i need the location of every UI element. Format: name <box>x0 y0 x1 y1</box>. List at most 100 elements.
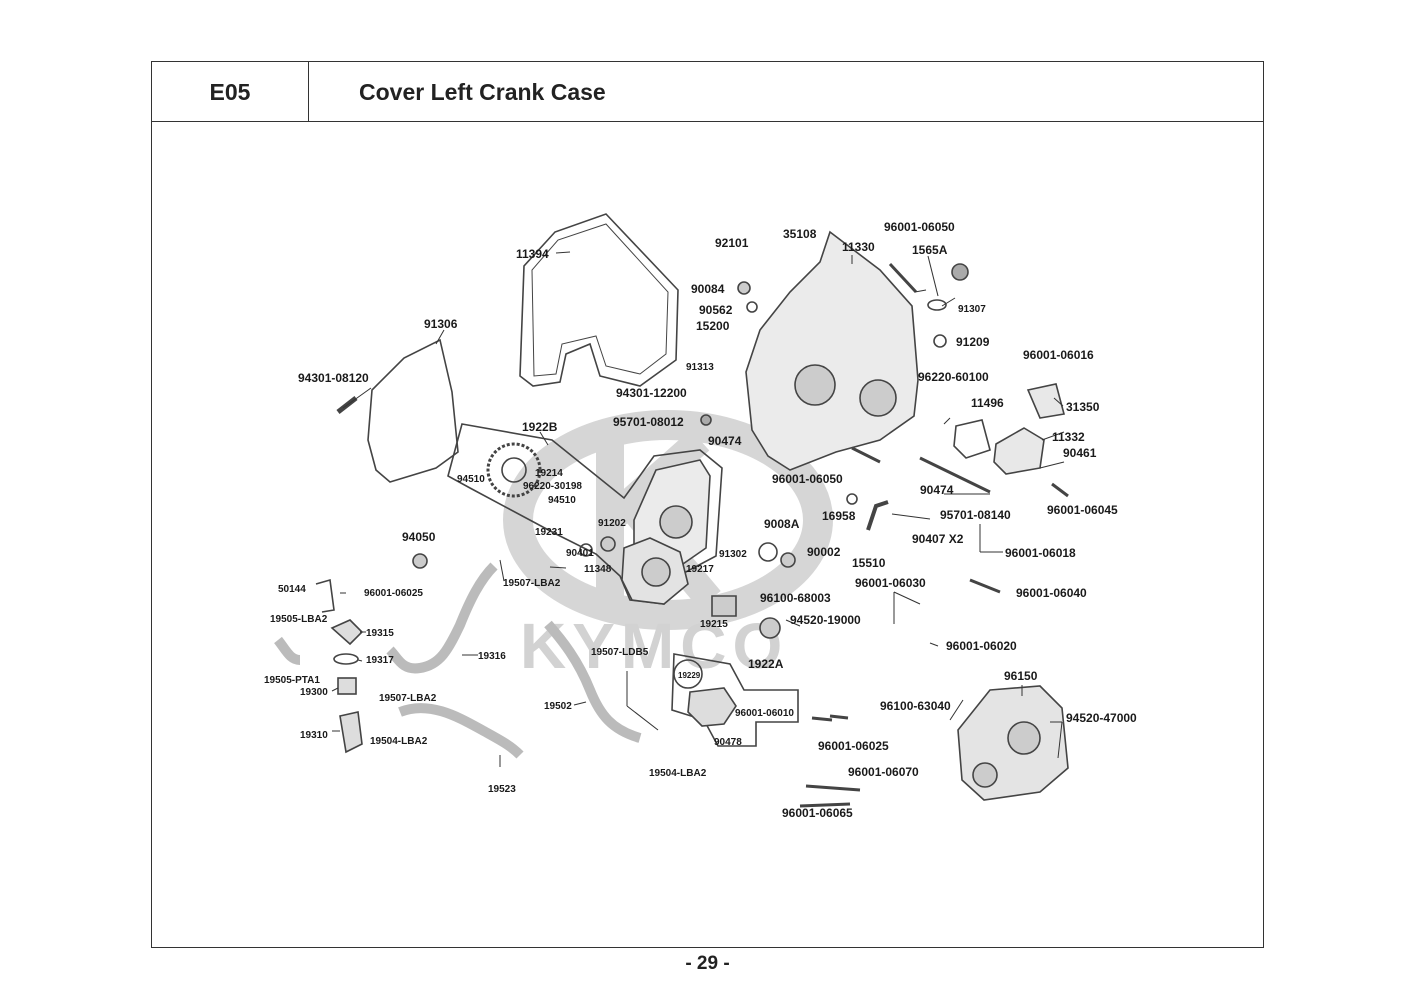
washer-16958-shape <box>846 493 858 505</box>
part-label-91313: 91313 <box>686 362 714 373</box>
part-label-11496: 11496 <box>971 396 1004 410</box>
thermostat-19300-shape <box>337 677 357 695</box>
part-label-19229: 19229 <box>678 671 701 680</box>
part-label-91209: 91209 <box>956 335 990 349</box>
washer-90002-shape <box>780 552 796 568</box>
part-label-90478: 90478 <box>714 737 742 748</box>
part-label-19315: 19315 <box>366 628 394 639</box>
part-label-91302: 91302 <box>719 549 747 560</box>
part-label-95701-08012: 95701-08012 <box>613 415 684 429</box>
part-label-90401: 90401 <box>566 548 594 559</box>
washer-95701-08012-shape <box>700 414 712 426</box>
pipe-15510-shape <box>866 500 889 531</box>
part-label-96001-06070: 96001-06070 <box>848 765 919 779</box>
gasket-11394-inner <box>531 223 669 377</box>
part-label-96001-06050-top: 96001-06050 <box>884 220 955 234</box>
cover-96150-window <box>972 762 998 788</box>
part-label-19505-pta1: 19505-PTA1 <box>264 675 320 686</box>
washer-90084-shape <box>737 281 751 295</box>
washer-90562-shape <box>746 301 758 313</box>
bolt-96001-06050-top <box>888 262 918 294</box>
part-label-19507-ldb5: 19507-LDB5 <box>591 647 649 658</box>
bolt-90474-long <box>919 456 991 494</box>
bolt-96001-06045 <box>1051 482 1069 498</box>
nut-94050-shape <box>412 553 428 569</box>
part-label-91307: 91307 <box>958 304 986 315</box>
part-label-91202: 91202 <box>598 518 626 529</box>
part-label-94520-47000: 94520-47000 <box>1066 711 1137 725</box>
part-label-94301-08120: 94301-08120 <box>298 371 369 385</box>
part-label-96001-06045: 96001-06045 <box>1047 503 1118 517</box>
part-label-19317: 19317 <box>366 655 394 666</box>
seal-90401-shape <box>579 543 593 557</box>
part-label-94510-a: 94510 <box>457 474 485 485</box>
part-label-96001-06010: 96001-06010 <box>735 708 794 719</box>
impeller-19215-shape <box>711 595 737 617</box>
part-label-96001-06065: 96001-06065 <box>782 806 853 820</box>
oring-91307-shape <box>927 299 947 311</box>
part-label-91306: 91306 <box>424 317 458 331</box>
part-label-31350: 31350 <box>1066 400 1100 414</box>
part-label-19310: 19310 <box>300 730 328 741</box>
part-label-19217: 19217 <box>686 564 714 575</box>
crank-cover-11330-bore-b <box>859 379 897 417</box>
gasket-91306-shape <box>367 338 459 483</box>
bolt-96001-06065 <box>799 802 851 808</box>
part-label-96100-68003: 96100-68003 <box>760 591 831 605</box>
diagram-frame <box>151 121 1264 948</box>
part-label-11394: 11394 <box>516 247 549 261</box>
part-label-94050: 94050 <box>402 530 436 544</box>
part-label-90474-b: 90474 <box>920 483 954 497</box>
part-label-96220-60100: 96220-60100 <box>918 370 989 384</box>
part-label-11348: 11348 <box>584 564 612 575</box>
part-label-90461: 90461 <box>1063 446 1097 460</box>
part-label-19505-lba2: 19505-LBA2 <box>270 614 328 625</box>
part-label-19300: 19300 <box>300 687 328 698</box>
part-label-11330: 11330 <box>842 240 875 254</box>
part-label-50144: 50144 <box>278 584 306 595</box>
part-label-90407-x2: 90407 X2 <box>912 532 964 546</box>
cover-96150-bore <box>1007 721 1041 755</box>
part-label-96001-06040: 96001-06040 <box>1016 586 1087 600</box>
part-label-19231: 19231 <box>535 527 563 538</box>
seal-91202-shape <box>600 536 616 552</box>
part-label-96001-06020: 96001-06020 <box>946 639 1017 653</box>
part-label-96001-06018: 96001-06018 <box>1005 546 1076 560</box>
hose-19316-shape <box>386 562 498 674</box>
part-label-96100-63040: 96100-63040 <box>880 699 951 713</box>
hose-19523-shape <box>398 703 524 759</box>
housing-19310-shape <box>339 711 363 754</box>
gear-19214-shape <box>486 442 542 498</box>
part-label-9008a: 9008A <box>764 517 800 531</box>
part-label-94301-12200: 94301-12200 <box>616 386 687 400</box>
part-label-90084: 90084 <box>691 282 725 296</box>
pump-housing-11348-bore <box>641 557 671 587</box>
part-label-15510: 15510 <box>852 556 886 570</box>
bolt-96001-06050-mid <box>851 446 881 464</box>
bolt-96001-06025-b2 <box>829 714 849 720</box>
part-label-1922a: 1922A <box>748 657 784 671</box>
part-label-94510-b: 94510 <box>548 495 576 506</box>
crank-cover-11330-bore-a <box>794 364 836 406</box>
page-number: - 29 - <box>685 953 730 974</box>
part-label-95701-08140: 95701-08140 <box>940 508 1011 522</box>
part-label-1565a: 1565A <box>912 243 948 257</box>
seal-96100-68003-shape <box>759 617 781 639</box>
hose-19505-pta1-shape <box>274 636 301 665</box>
part-label-96150: 96150 <box>1004 669 1038 683</box>
housing-19315-shape <box>330 619 364 646</box>
part-label-90002: 90002 <box>807 545 841 559</box>
part-label-96220-30198: 96220-30198 <box>523 481 582 492</box>
sensor-31350-shape <box>1026 383 1065 419</box>
part-label-96001-06050-mid: 96001-06050 <box>772 472 843 486</box>
part-label-15200: 15200 <box>696 319 730 333</box>
part-label-19502: 19502 <box>544 701 572 712</box>
part-label-96001-06025-a: 96001-06025 <box>364 588 423 599</box>
part-label-19507-lba2-a: 19507-LBA2 <box>503 578 561 589</box>
part-label-94520-19000: 94520-19000 <box>790 613 861 627</box>
cap-1565a-shape <box>951 263 969 281</box>
oring-19317-shape <box>333 653 359 665</box>
part-label-19316: 19316 <box>478 651 506 662</box>
bolt-96001-06025-b1 <box>811 716 833 722</box>
